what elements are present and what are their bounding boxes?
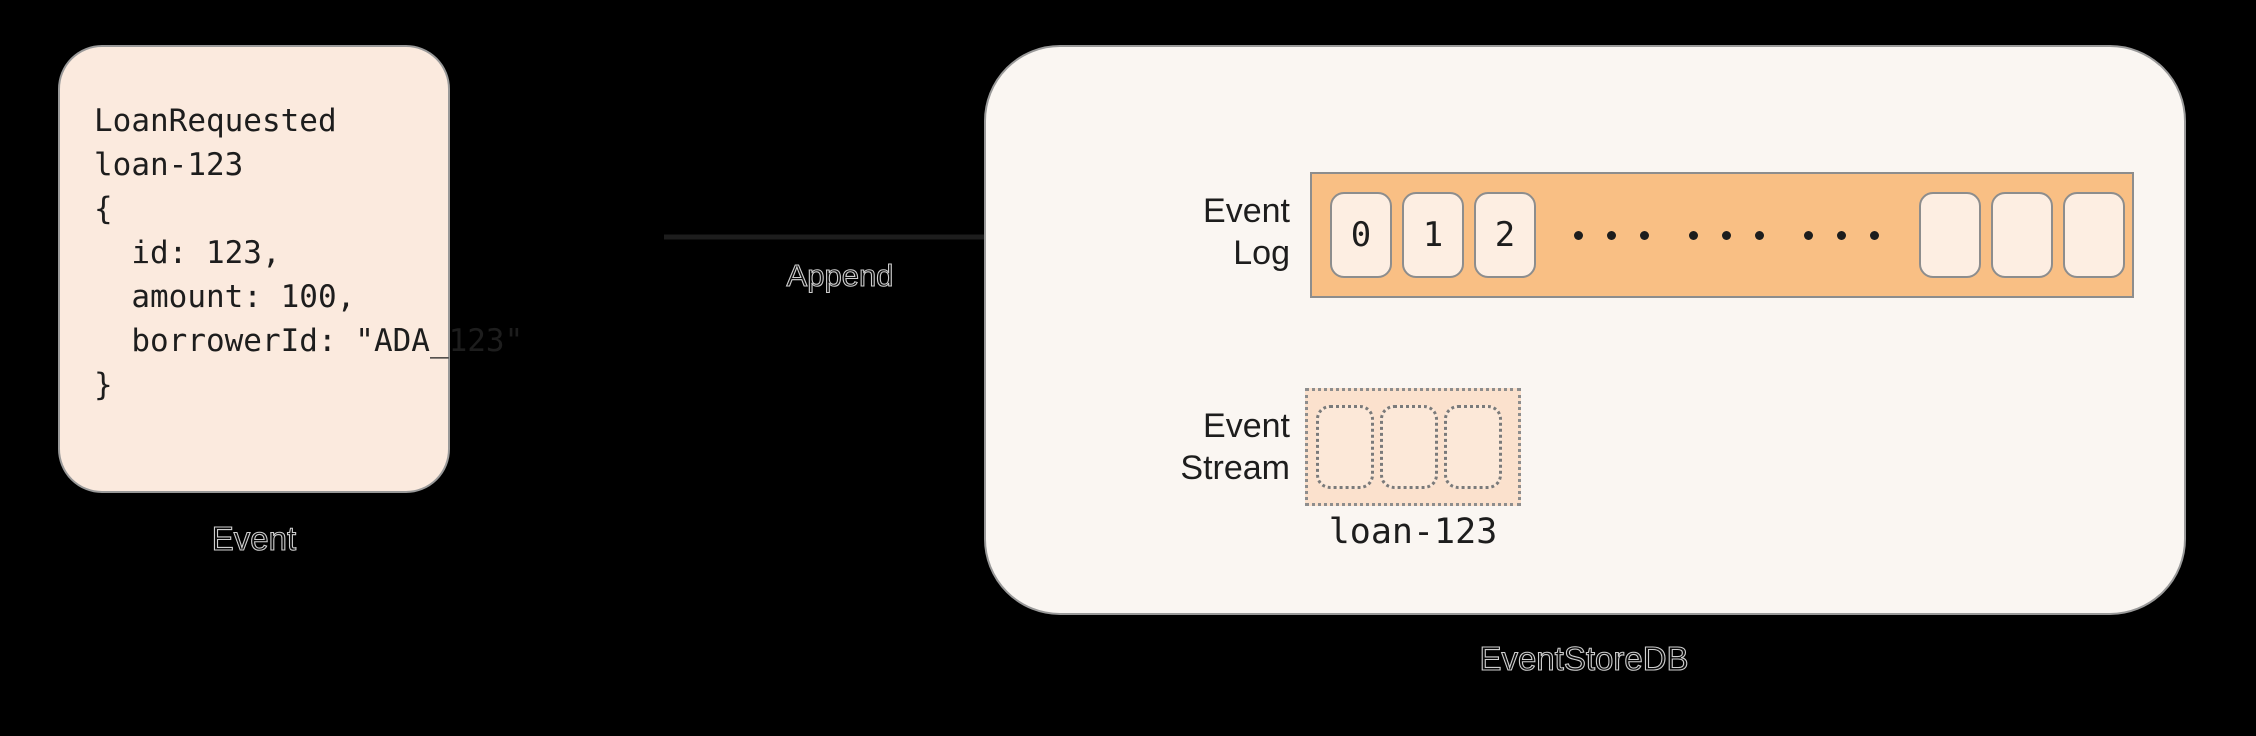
event-log-cell: 2 xyxy=(1474,192,1536,278)
ellipsis-group xyxy=(1804,230,1879,240)
event-stream-cell xyxy=(1316,405,1374,489)
event-payload-code: LoanRequested loan-123 { id: 123, amount… xyxy=(94,103,524,403)
eventstoredb-caption: EventStoreDB xyxy=(1479,639,1689,677)
ellipsis-dot xyxy=(1689,230,1698,240)
ellipsis-dot xyxy=(1722,230,1731,240)
event-log-bar: 0 1 2 xyxy=(1310,172,2134,298)
event-stream-box xyxy=(1305,388,1521,506)
ellipsis-dot xyxy=(1640,230,1649,240)
event-log-cell: 1 xyxy=(1402,192,1464,278)
event-card-caption: Event xyxy=(211,519,297,557)
append-label: Append xyxy=(786,257,894,293)
event-card: LoanRequested loan-123 { id: 123, amount… xyxy=(58,45,523,493)
ellipsis-dot xyxy=(1755,230,1764,240)
event-stream-label: Event Stream xyxy=(1180,407,1290,487)
ellipsis-dot xyxy=(1837,230,1846,240)
event-log-empty-cell xyxy=(2063,192,2125,278)
event-log-label: Event Log xyxy=(1203,192,1290,272)
ellipsis-group xyxy=(1574,230,1649,240)
event-stream-cell xyxy=(1380,405,1438,489)
event-log-cell: 0 xyxy=(1330,192,1392,278)
ellipsis-dot xyxy=(1574,230,1583,240)
event-log-ellipsis xyxy=(1546,230,1919,240)
event-stream-caption: loan-123 xyxy=(1328,512,1498,552)
event-stream-cell xyxy=(1444,405,1502,489)
ellipsis-dot xyxy=(1804,230,1813,240)
ellipsis-dot xyxy=(1607,230,1616,240)
ellipsis-dot xyxy=(1870,230,1879,240)
event-log-empty-cell xyxy=(1991,192,2053,278)
eventstoredb-container xyxy=(984,45,2186,615)
event-log-empty-cell xyxy=(1919,192,1981,278)
ellipsis-group xyxy=(1689,230,1764,240)
event-log-trailing-cells xyxy=(1919,192,2125,278)
